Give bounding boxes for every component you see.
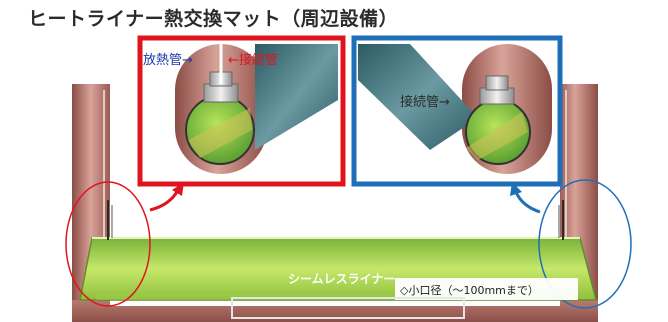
diagram-title: ヒートライナー熱交換マット（周辺設備）: [28, 8, 399, 30]
liner-label: シームレスライナー: [288, 272, 395, 286]
wall-heat-pipe-right: [558, 200, 564, 240]
note-label: ◇小口径（〜100mmまで）: [400, 284, 539, 297]
right-inset: [351, 35, 563, 187]
highlight-circle-left: [65, 181, 151, 307]
label-connector-pipe-left: ←接続管: [228, 52, 278, 68]
highlight-circle-right: [538, 179, 632, 309]
label-radiator-pipe: 放熱管→: [143, 53, 193, 68]
label-connector-pipe-right: 接続管→: [400, 94, 450, 110]
wall-heat-pipe-left: [107, 200, 113, 240]
left-inset: [137, 35, 346, 187]
arrow-right: [514, 191, 541, 214]
bottom-outline: [231, 297, 465, 319]
note-box: [395, 278, 578, 300]
